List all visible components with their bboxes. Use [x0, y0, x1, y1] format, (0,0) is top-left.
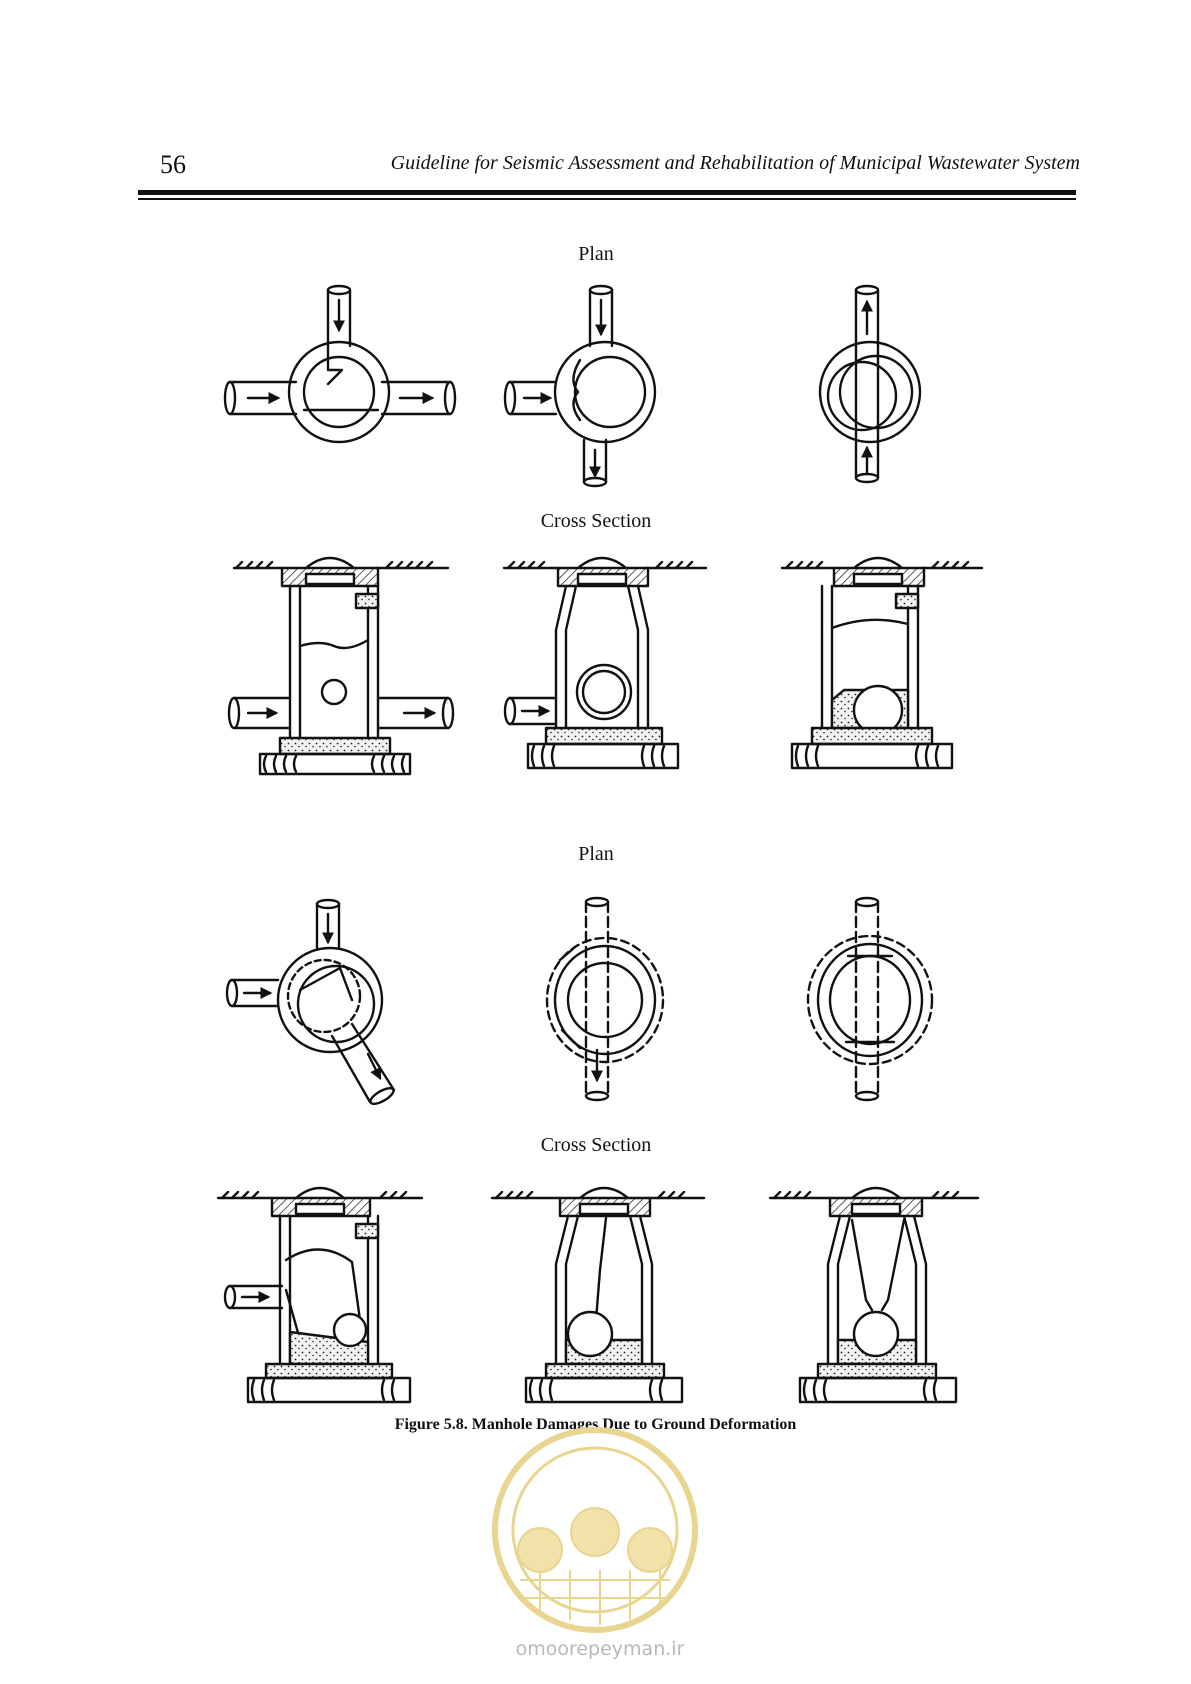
figure-caption: Figure 5.8. Manhole Damages Due to Groun…: [394, 1416, 797, 1433]
plan-label-bottom: Plan: [578, 843, 614, 865]
plan-view-1: [223, 284, 457, 444]
cross-section-1: [227, 556, 455, 776]
plan-view-3: [818, 284, 922, 484]
cross-section-3: [780, 556, 984, 770]
header-rule-thin: [138, 198, 1076, 200]
header-rule-thick: [138, 190, 1076, 195]
running-title: Guideline for Seismic Assessment and Reh…: [390, 152, 1080, 174]
page-number: 56: [160, 150, 186, 179]
watermark-logo: [492, 1427, 698, 1633]
cross-section-label-top: Cross Section: [540, 510, 652, 532]
plan-label-top: Plan: [578, 243, 614, 265]
plan-view-6: [806, 896, 934, 1102]
plan-view-5: [545, 896, 665, 1102]
cross-section-4: [216, 1186, 424, 1404]
plan-view-4: [225, 898, 396, 1106]
cross-section-6: [768, 1186, 980, 1404]
cross-section-2: [502, 556, 708, 770]
watermark-text: omoorepeyman.ir: [515, 1638, 685, 1660]
plan-view-2: [503, 284, 657, 488]
cross-section-label-bottom: Cross Section: [540, 1134, 652, 1156]
cross-section-5: [490, 1186, 706, 1404]
